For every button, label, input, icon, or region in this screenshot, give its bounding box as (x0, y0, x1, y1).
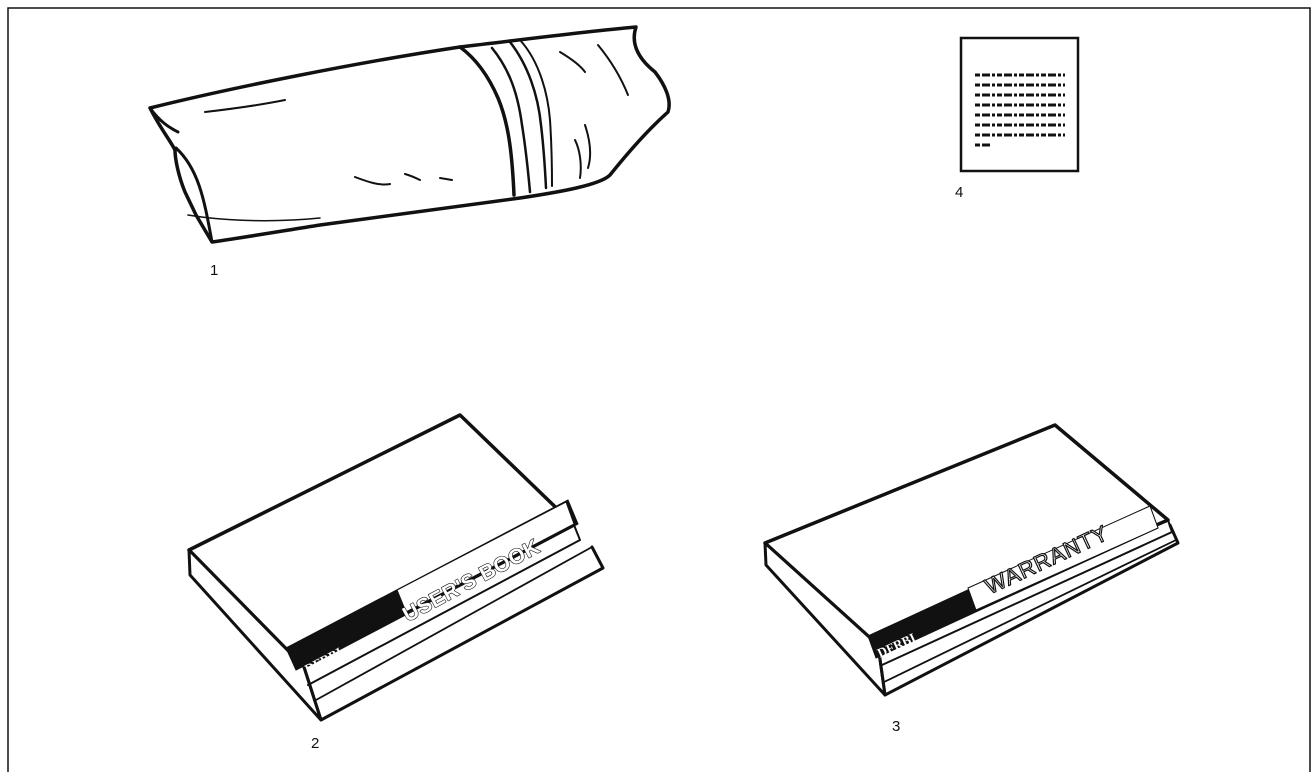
callout-number-3: 3 (892, 718, 900, 735)
warranty-book-illustration: DFRBI WARRANTY (765, 425, 1178, 695)
callout-number-1: 1 (210, 262, 218, 279)
callout-number-4: 4 (955, 184, 963, 201)
plastic-bag-illustration (150, 27, 669, 242)
callout-number-2: 2 (311, 735, 319, 752)
label-card-illustration (961, 38, 1078, 171)
users-book-illustration: DFRBI USER'S BOOK (189, 415, 603, 720)
